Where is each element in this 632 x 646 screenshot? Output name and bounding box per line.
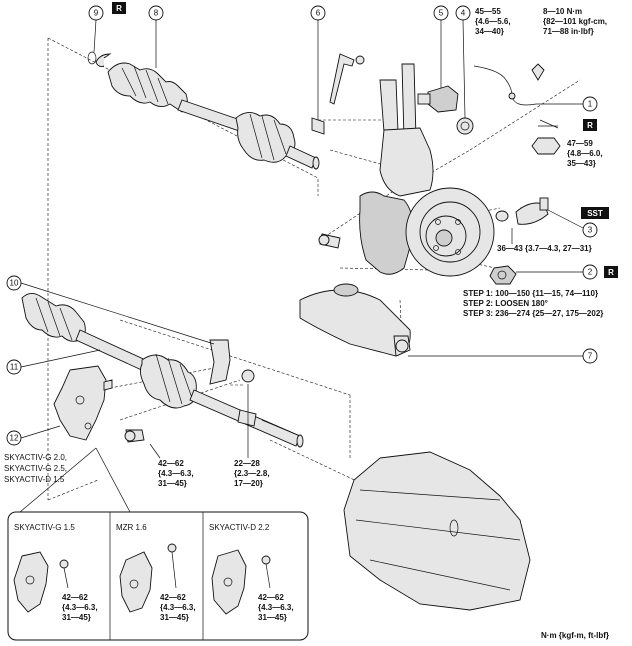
torque-leaders [149,228,513,459]
torque-47-line-3: 35—43} [567,159,596,168]
knuckle-hub-assembly [318,53,495,277]
bearing-clamp [209,339,255,385]
callout-4-text: 4 [461,9,466,18]
badge-r-split-pin: R [583,119,597,131]
hub-nut-steps: STEP 1: 100—150 {11—15, 74—110} STEP 2: … [463,289,603,318]
variant-2-bracket [119,551,153,613]
badge-r-2-text: R [608,268,614,277]
callout-12-text: 12 [10,434,19,443]
callout-10-text: 10 [10,279,19,288]
variant-3-torque-3: 31—45} [258,613,287,622]
torque-47-line-1: 47—59 [567,139,593,148]
callout-9-text: 9 [94,9,99,18]
engine-note-line-1: SKYACTIV-G 2.0, [4,453,67,462]
callout-8: 8 [148,5,164,68]
callout-10: 10 [6,275,215,345]
variant-1-name: SKYACTIV-G 1.5 [14,523,75,532]
badge-sst-text: SST [587,209,603,218]
step-3: STEP 3: 236—274 {25—27, 175—202} [463,309,603,318]
variant-3-torque-1: 42—62 [258,593,284,602]
variant-3-bracket [211,549,247,615]
badge-r-split-pin-text: R [587,121,593,130]
nut-4 [456,117,474,135]
step-2: STEP 2: LOOSEN 180° [463,299,548,308]
callout-5-text: 5 [439,9,444,18]
badge-r-9: R [112,2,126,14]
drive-shaft-left [87,51,320,170]
variant-1-bracket [13,551,49,613]
torque-8-line-2: {82—101 kgf-cm, [543,17,607,26]
variant-1-torque-2: {4.3—6.3, [62,603,98,612]
variant-inset: SKYACTIV-G 1.5 42—62 {4.3—6.3, 31—45} MZ… [7,447,309,641]
castle-nut [531,119,561,155]
callout-8-text: 8 [154,9,159,18]
callout-6: 6 [310,5,326,106]
drive-shaft-right [21,293,304,448]
callout-6-text: 6 [316,9,321,18]
callout-5: 5 [433,5,449,88]
torque-42-line-1: 42—62 [158,459,184,468]
callout-4: 4 [455,5,471,119]
torque-45-line-2: {4.6—5.6, [475,17,511,26]
abs-sensor [417,85,459,113]
units-note: N·m {kgf-m, ft-lbf} [541,631,609,640]
callout-7-text: 7 [588,352,593,361]
torque-22-line-2: {2.3—2.8, [234,469,270,478]
callout-12: 12 [6,425,61,446]
hub-nut [489,265,517,285]
callout-1-text: 1 [588,100,593,109]
variant-3-torque-2: {4.3—6.3, [258,603,294,612]
callout-7: 7 [408,348,598,364]
torque-22-line-1: 22—28 [234,459,260,468]
bracket-clip [311,106,325,135]
torque-8-line-3: 71—88 in·lbf} [543,27,594,36]
callout-2-text: 2 [588,268,593,277]
torque-47-line-2: {4.8—6.0, [567,149,603,158]
badge-r-9-text: R [116,4,122,13]
badge-sst: SST [581,207,609,219]
variant-2-torque-2: {4.3—6.3, [160,603,196,612]
engine-note-line-3: SKYACTIV-D 1.5 [4,475,65,484]
torque-47: 47—59 {4.8—6.0, 35—43} [567,139,603,168]
variant-2-torque-1: 42—62 [160,593,186,602]
callout-9: 9 [88,5,104,53]
torque-42-line-3: 31—45} [158,479,187,488]
variant-1-torque-3: 31—45} [62,613,91,622]
variant-1-torque-1: 42—62 [62,593,88,602]
torque-22-line-3: 17—20} [234,479,263,488]
torque-22: 22—28 {2.3—2.8, 17—20} [234,459,270,488]
torque-45: 45—55 {4.6—5.6, 34—40} [475,7,511,36]
callout-11: 11 [6,349,101,375]
variant-2-torque-3: 31—45} [160,613,189,622]
callout-3: 3 [547,209,598,238]
torque-8: 8—10 N·m {82—101 kgf-cm, 71—88 in·lbf} [543,7,607,36]
engine-note: SKYACTIV-G 2.0, SKYACTIV-G 2.5, SKYACTIV… [4,453,67,484]
torque-45-line-3: 34—40} [475,27,504,36]
callout-11-text: 11 [10,363,19,372]
lower-arm [299,283,411,357]
callout-2: 2 [516,264,598,280]
tie-rod-end [495,197,549,225]
variant-2-name: MZR 1.6 [116,523,147,532]
joint-shaft-bracket [53,365,145,443]
engine-note-line-2: SKYACTIV-G 2.5, [4,464,67,473]
step-1: STEP 1: 100—150 {11—15, 74—110} [463,289,598,298]
torque-36: 36—43 {3.7—4.3, 27—31} [497,244,592,253]
torque-8-line-1: 8—10 N·m [543,7,582,16]
torque-42-line-2: {4.3—6.3, [158,469,194,478]
transmission [343,451,531,611]
badge-r-2: R [604,266,618,278]
callout-1: 1 [536,96,598,112]
speed-sensor-wire [473,63,545,106]
callout-3-text: 3 [588,226,593,235]
variant-3-name: SKYACTIV-D 2.2 [209,523,270,532]
torque-42-main: 42—62 {4.3—6.3, 31—45} [158,459,194,488]
torque-45-line-1: 45—55 [475,7,501,16]
